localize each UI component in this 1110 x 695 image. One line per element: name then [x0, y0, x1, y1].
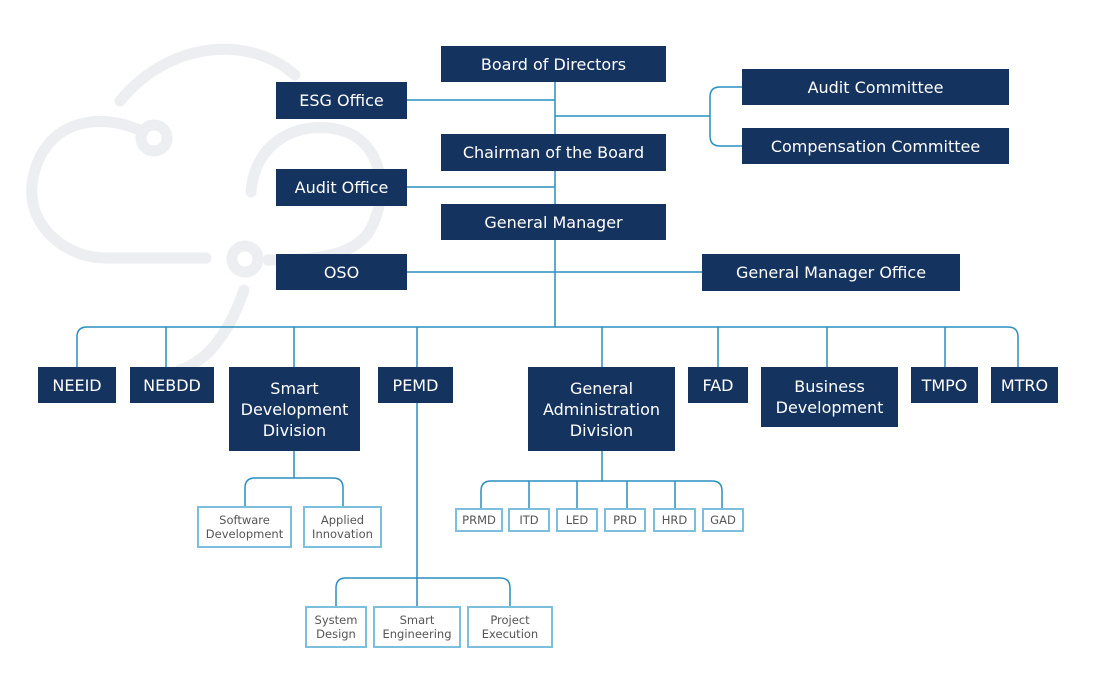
- unit-smart-engineering: Smart Engineering: [373, 606, 461, 648]
- division-mtro: MTRO: [991, 367, 1058, 403]
- gm-office-box: General Manager Office: [702, 254, 960, 291]
- division-pemd: PEMD: [378, 367, 453, 403]
- unit-applied-innovation: Applied Innovation: [303, 506, 382, 548]
- unit-system-design: System Design: [305, 606, 367, 648]
- division-business-development: Business Development: [761, 367, 898, 427]
- board-of-directors-box: Board of Directors: [441, 46, 666, 82]
- division-fad: FAD: [688, 367, 748, 403]
- unit-software-development: Software Development: [197, 506, 292, 548]
- division-neeid: NEEID: [38, 367, 116, 403]
- audit-committee-box: Audit Committee: [742, 69, 1009, 105]
- compensation-committee-box: Compensation Committee: [742, 128, 1009, 164]
- chairman-box: Chairman of the Board: [441, 134, 666, 171]
- division-nebdd: NEBDD: [130, 367, 214, 403]
- unit-led: LED: [556, 508, 598, 532]
- unit-prmd: PRMD: [455, 508, 503, 532]
- unit-hrd: HRD: [653, 508, 696, 532]
- general-manager-box: General Manager: [441, 204, 666, 240]
- audit-office-box: Audit Office: [276, 169, 407, 206]
- division-smart-development: Smart Development Division: [229, 367, 360, 451]
- unit-itd: ITD: [508, 508, 550, 532]
- unit-gad: GAD: [702, 508, 744, 532]
- esg-office-box: ESG Office: [276, 82, 407, 119]
- oso-box: OSO: [276, 254, 407, 290]
- division-general-administration: General Administration Division: [528, 367, 675, 451]
- unit-prd: PRD: [604, 508, 646, 532]
- unit-project-execution: Project Execution: [467, 606, 553, 648]
- division-tmpo: TMPO: [911, 367, 978, 403]
